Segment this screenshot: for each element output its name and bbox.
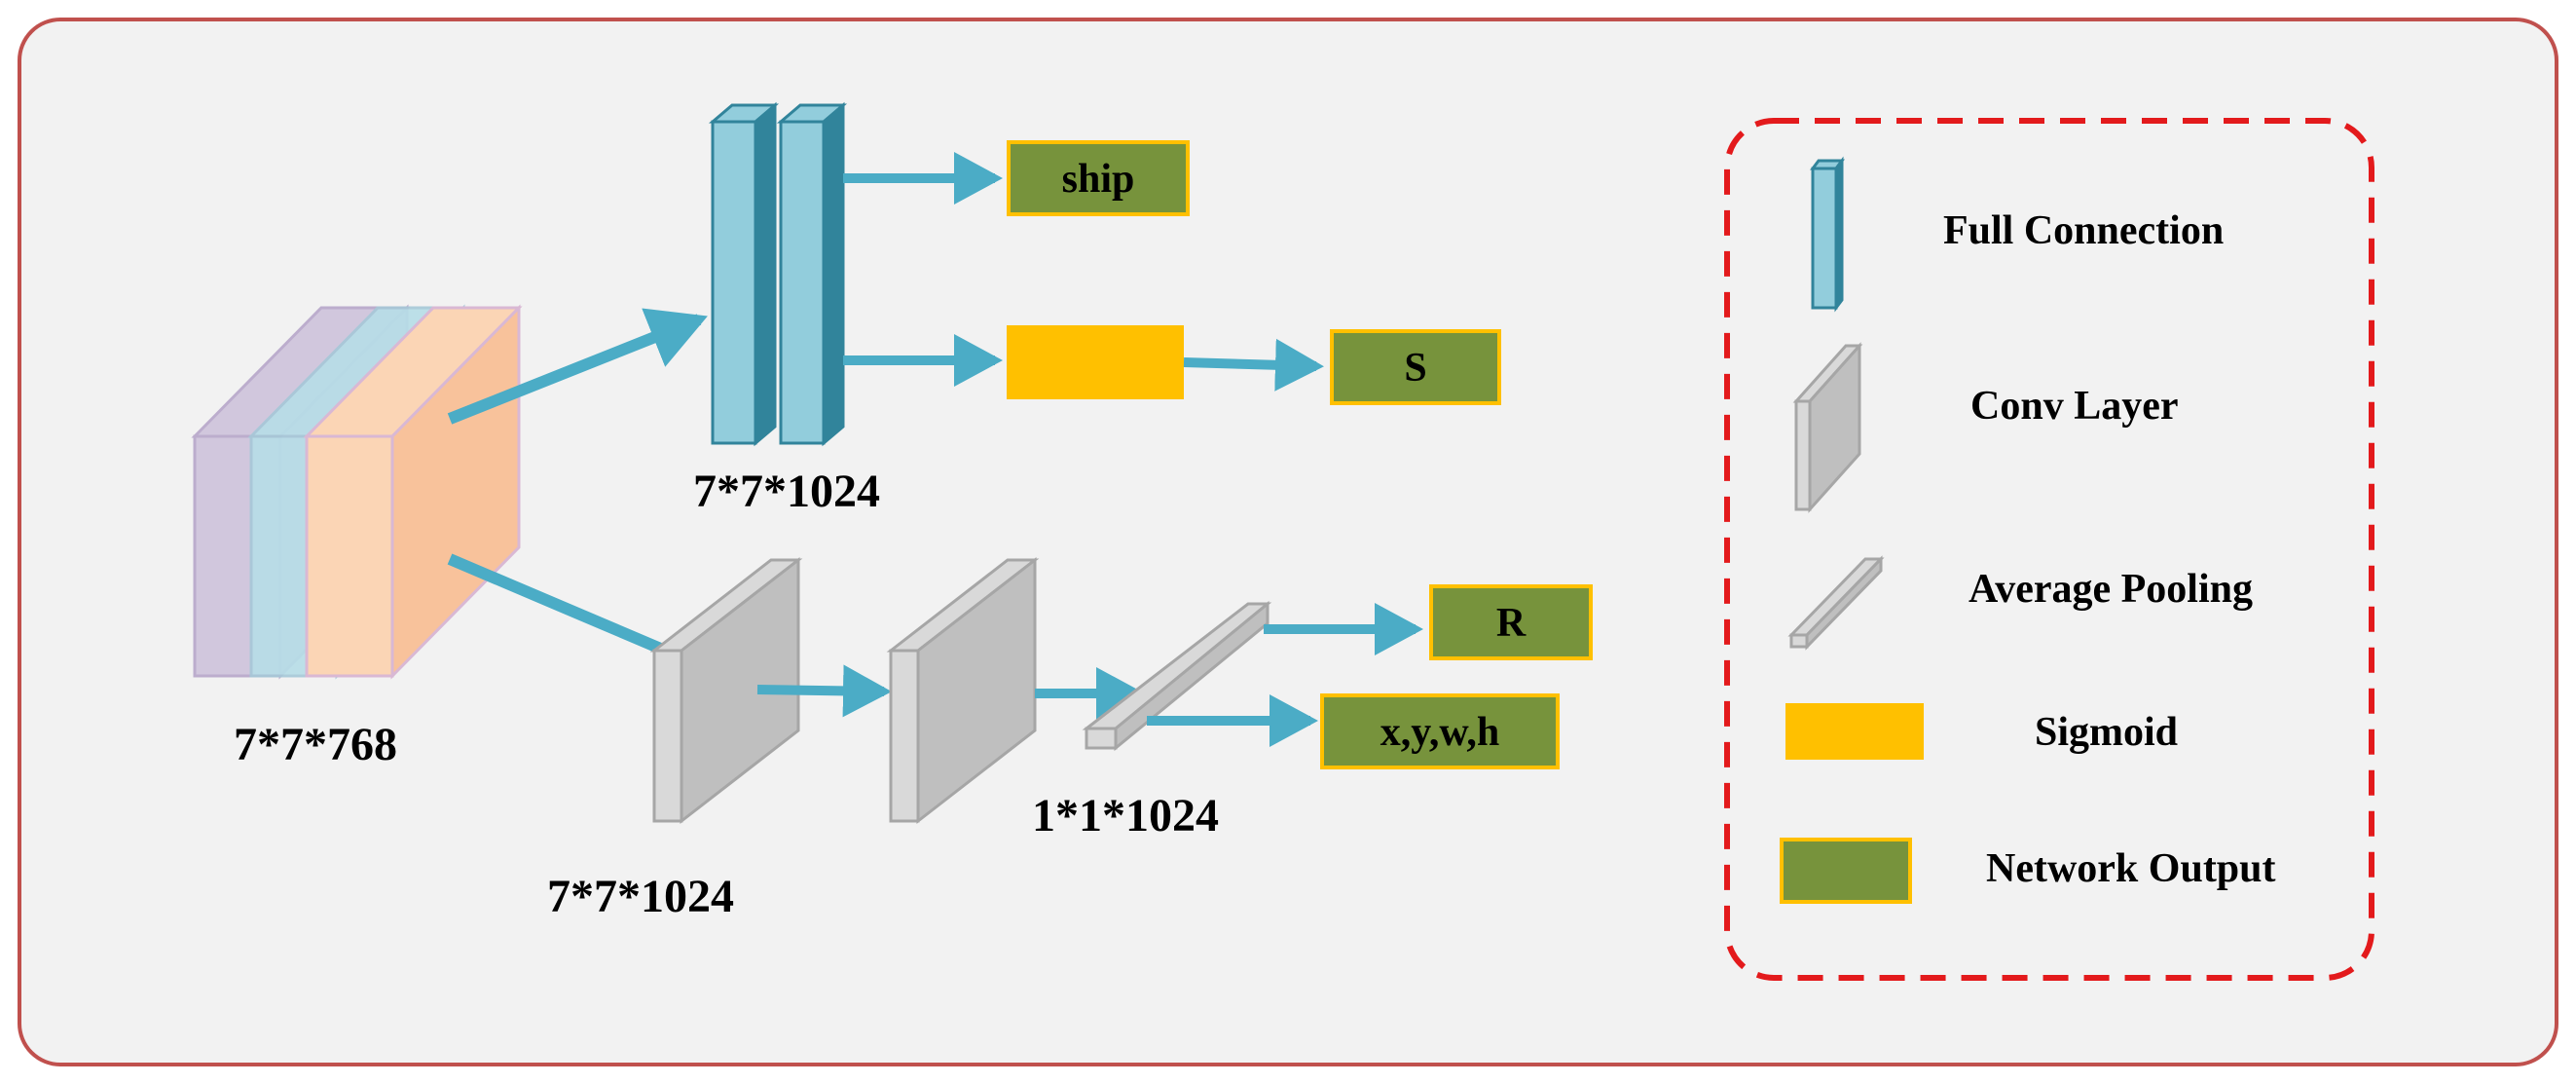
output-box-box xyxy=(1322,695,1558,767)
average-pooling-icon xyxy=(1787,555,1885,651)
input-feature-stack xyxy=(191,304,523,680)
legend-label-sigmoid: Sigmoid xyxy=(2035,710,2178,755)
conv-size-label: 7*7*1024 xyxy=(547,871,734,922)
fc-block-2 xyxy=(776,101,848,447)
output-s-border xyxy=(1330,329,1501,405)
output-ship-border xyxy=(1007,140,1190,216)
input-size-label: 7*7*768 xyxy=(234,719,397,770)
output-s-box xyxy=(1332,331,1499,403)
network-output-icon-border xyxy=(1780,838,1912,904)
input-layer-orange xyxy=(303,304,523,680)
conv-layer-2 xyxy=(886,556,1040,825)
legend-label-full-connection: Full Connection xyxy=(1943,208,2224,253)
legend-label-network-output: Network Output xyxy=(1986,846,2276,891)
arrow-input-to-conv xyxy=(447,553,673,658)
full-connection-icon xyxy=(1810,156,1845,313)
average-pooling-bar xyxy=(1082,600,1272,752)
output-r-border xyxy=(1429,584,1593,660)
fc-size-label: 7*7*1024 xyxy=(693,466,880,517)
sigmoid-block xyxy=(1007,325,1184,399)
legend-border xyxy=(1724,118,2374,981)
legend: Full Connection Conv Layer Average Pooli… xyxy=(1724,118,2374,981)
arrow-sigmoid-to-s xyxy=(1183,338,1324,392)
output-box-label: x,y,w,h xyxy=(1380,710,1500,755)
network-output-icon xyxy=(1782,840,1910,902)
legend-label-conv-layer: Conv Layer xyxy=(1970,384,2179,429)
sigmoid-icon xyxy=(1785,703,1924,760)
output-ship-box xyxy=(1009,142,1188,214)
output-box-border xyxy=(1320,693,1560,769)
arrow-conv1-to-conv2 xyxy=(756,664,892,718)
output-ship-label: ship xyxy=(1062,157,1135,202)
conv-layer-1 xyxy=(649,556,803,825)
outer-frame-border xyxy=(18,18,2558,1066)
arrow-input-to-fc xyxy=(447,308,708,425)
output-s-label: S xyxy=(1404,346,1426,391)
output-r-label: R xyxy=(1496,601,1527,646)
output-r-box xyxy=(1431,586,1591,658)
conv-layer-icon xyxy=(1792,342,1863,513)
legend-label-average-pooling: Average Pooling xyxy=(1969,567,2253,612)
fc-block-1 xyxy=(708,101,780,447)
pool-size-label: 1*1*1024 xyxy=(1032,790,1219,841)
